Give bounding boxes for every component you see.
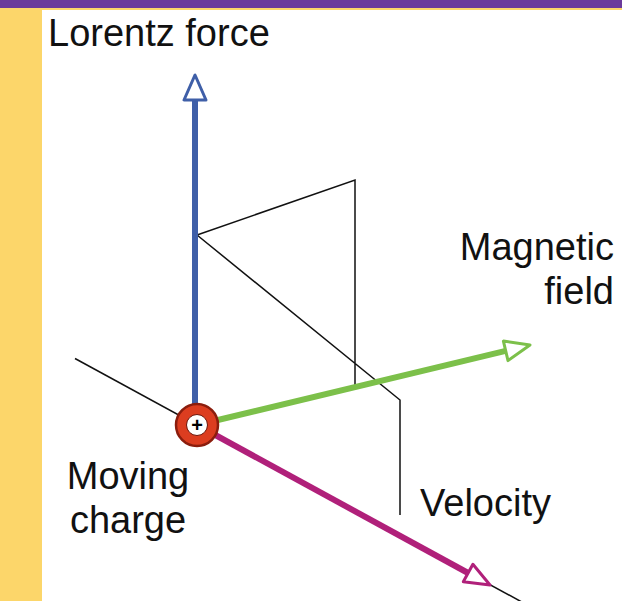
- force-arrow-head: [184, 75, 206, 100]
- velocity-label: Velocity: [420, 482, 610, 526]
- velocity-arrow-head: [463, 564, 490, 585]
- force-arrow-shaft: [192, 100, 198, 410]
- charge-circle: +: [174, 402, 220, 448]
- plane-outline: [197, 180, 400, 515]
- force-label: Lorentz force: [48, 12, 368, 56]
- charge-label: Moving charge: [38, 455, 218, 542]
- top-bar: [0, 0, 622, 8]
- field-arrow-shaft: [197, 351, 506, 425]
- charge-sign: +: [174, 402, 220, 448]
- field-arrow-head: [503, 341, 530, 361]
- field-label: Magnetic field: [402, 226, 614, 313]
